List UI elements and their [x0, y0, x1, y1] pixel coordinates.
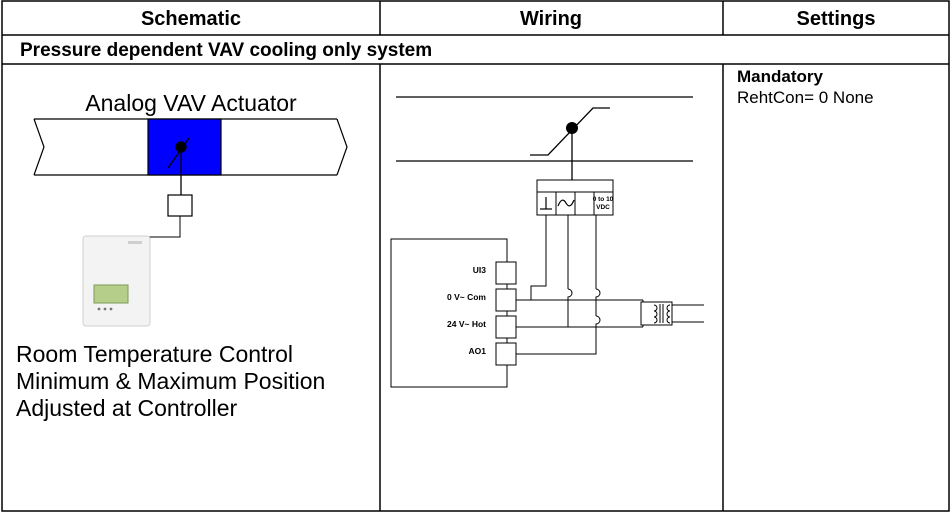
- control-module-icon: [167, 194, 193, 217]
- terminal-label-com: 0 V~ Com: [447, 292, 486, 302]
- caption-line-2: Minimum & Maximum Position: [16, 368, 325, 394]
- caption-line-1: Room Temperature Control: [16, 341, 293, 367]
- wiring-panel: 0 to 10 VDC UI3 0 V~ Com 24 V~ Hot AO1: [390, 96, 704, 388]
- transformer-icon: [640, 301, 704, 326]
- signal-label-line2: VDC: [596, 204, 610, 211]
- schematic-panel: Analog VAV Actuator Room Temperatur: [16, 90, 348, 421]
- control-wire: [149, 216, 181, 238]
- settings-value: RehtCon= 0 None: [737, 88, 874, 107]
- settings-panel: Mandatory RehtCon= 0 None: [737, 67, 874, 107]
- signal-label-line1: 0 to 10: [593, 196, 614, 203]
- terminal-label-ui3: UI3: [473, 265, 487, 275]
- ac-symbol-icon: [557, 199, 575, 207]
- header-schematic: Schematic: [141, 8, 241, 30]
- ground-symbol-icon: [540, 197, 552, 210]
- terminal-label-ao1: AO1: [469, 346, 487, 356]
- thermostat-icon: [82, 235, 151, 327]
- damper-blade-icon: [167, 137, 190, 195]
- terminal-label-hot: 24 V~ Hot: [447, 319, 486, 329]
- actuator-label: Analog VAV Actuator: [85, 90, 297, 116]
- section-title: Pressure dependent VAV cooling only syst…: [20, 40, 432, 61]
- wiring-lines: [516, 215, 654, 355]
- wiring-duct-icon: [396, 96, 693, 162]
- header-wiring: Wiring: [520, 8, 582, 30]
- caption-line-3: Adjusted at Controller: [16, 395, 238, 421]
- controller-box: [390, 238, 508, 388]
- header-settings: Settings: [797, 8, 876, 30]
- settings-title: Mandatory: [737, 67, 824, 86]
